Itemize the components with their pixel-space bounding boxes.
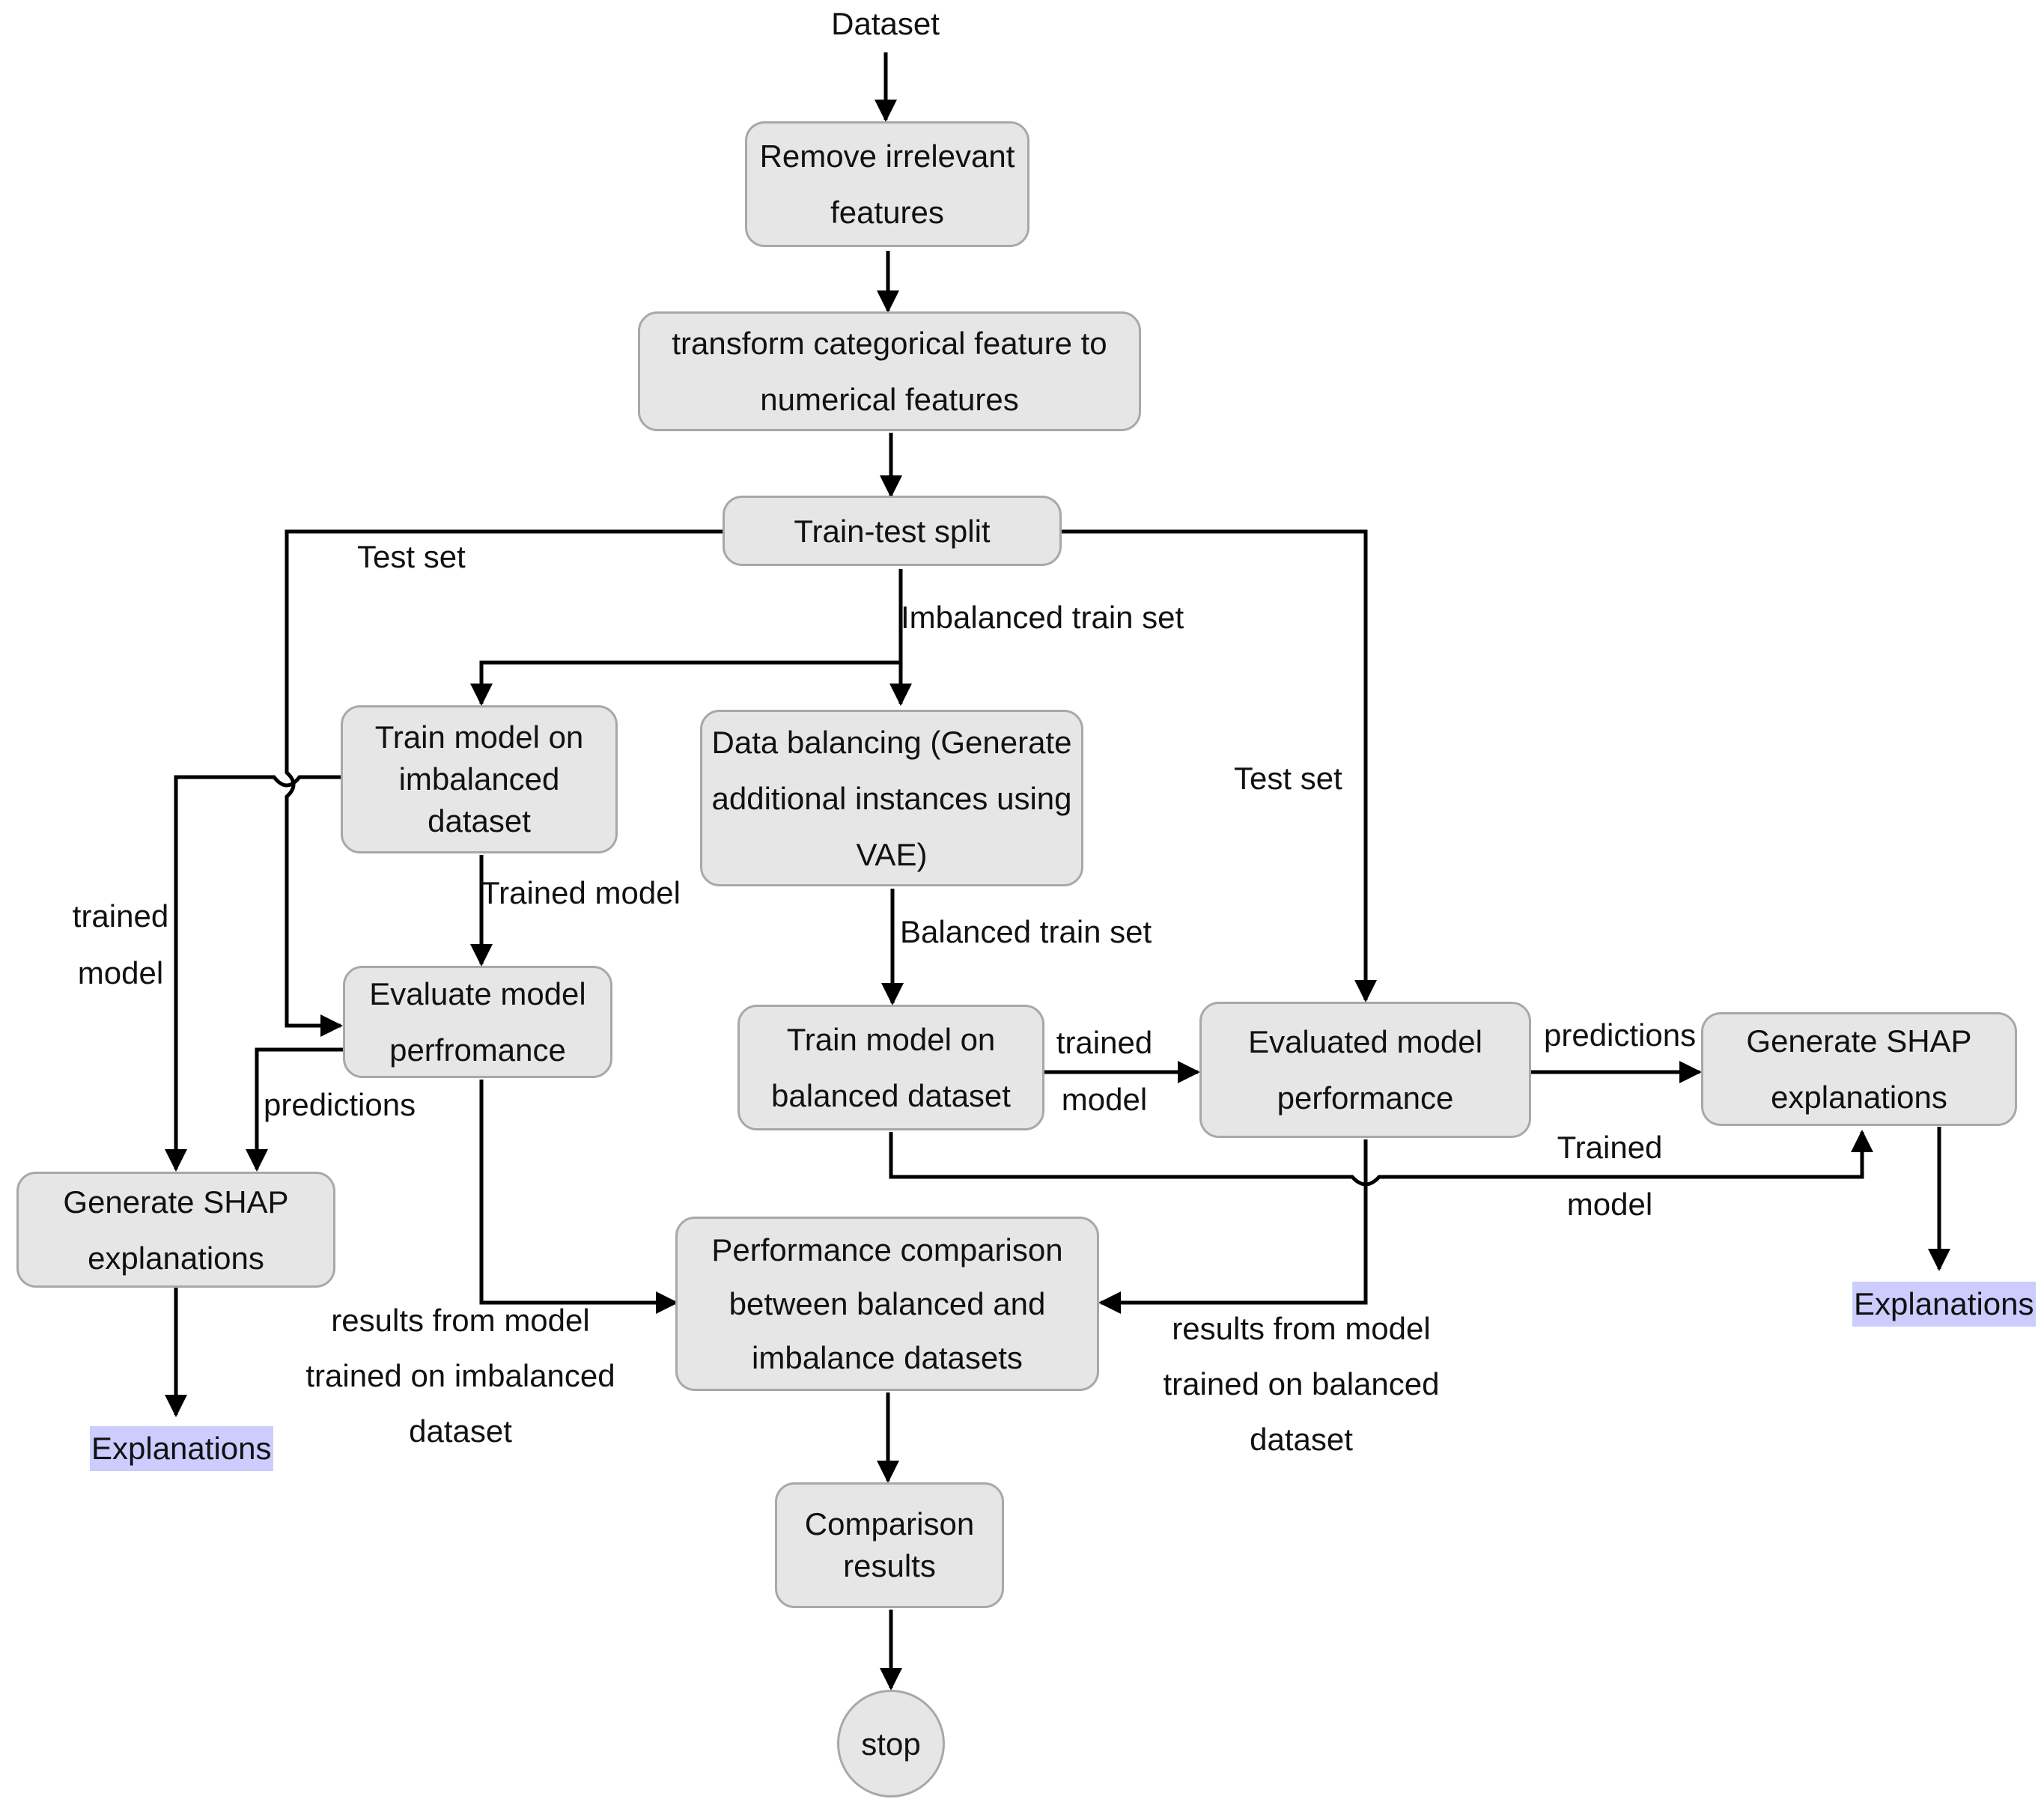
shap-right-node: Generate SHAP explanations <box>1701 1012 2017 1126</box>
balanced-train-set-label: Balanced train set <box>900 914 1152 949</box>
transform-categorical-node: transform categorical feature to numeric… <box>638 311 1141 431</box>
transform-categorical-text: transform categorical feature to numeric… <box>672 326 1107 417</box>
data-balancing-node: Data balancing (Generate additional inst… <box>700 710 1083 886</box>
trained-model-left-label: trained model <box>72 898 169 990</box>
test-set-left-label: Test set <box>357 539 466 574</box>
edge-train-imbalanced-to-shap-left <box>165 775 341 1172</box>
train-imbalanced-text: Train model on imbalanced dataset <box>374 719 584 838</box>
train-imbalanced-node: Train model on imbalanced dataset <box>341 705 618 853</box>
edge-evaluate-to-comparison <box>479 1080 678 1314</box>
edge-evaluated-to-comparison <box>1098 1139 1368 1314</box>
explanations-right-badge: Explanations <box>1852 1282 2036 1327</box>
predictions-left-label: predictions <box>264 1087 416 1122</box>
edge-split-testset-right <box>1062 529 1377 1002</box>
trained-model-right-label: Trained model <box>1557 1130 1663 1222</box>
edge-train-balanced-to-shap-right <box>889 1130 1873 1187</box>
shap-left-text: Generate SHAP explanations <box>63 1184 289 1276</box>
evaluated-model-right-text: Evaluated model performance <box>1248 1024 1482 1115</box>
imbalanced-train-set-label: Imbalanced train set <box>901 600 1184 635</box>
predictions-right-label: predictions <box>1544 1017 1697 1053</box>
results-imbalanced-label: results from model trained on imbalanced… <box>305 1303 615 1449</box>
comparison-results-text: Comparison results <box>804 1506 975 1583</box>
evaluate-model-left-node: Evaluate model perfromance <box>343 966 612 1078</box>
edge-imbalanced-to-train-left <box>470 660 901 706</box>
trained-model-mid-label: Trained model <box>481 875 681 910</box>
train-balanced-node: Train model on balanced dataset <box>737 1005 1044 1130</box>
performance-comparison-node: Performance comparison between balanced … <box>675 1217 1099 1391</box>
evaluate-model-left-text: Evaluate model perfromance <box>369 976 586 1068</box>
performance-comparison-text: Performance comparison between balanced … <box>711 1232 1063 1375</box>
shap-left-node: Generate SHAP explanations <box>16 1172 335 1288</box>
shap-right-text: Generate SHAP explanations <box>1746 1023 1972 1115</box>
data-balancing-text: Data balancing (Generate additional inst… <box>711 724 1072 872</box>
explanations-left-badge: Explanations <box>90 1426 273 1471</box>
evaluated-model-right-node: Evaluated model performance <box>1199 1002 1531 1138</box>
remove-irrelevant-features-text: Remove irrelevant features <box>759 139 1015 230</box>
comparison-results-node: Comparison results <box>775 1482 1004 1608</box>
stop-node: stop <box>837 1690 945 1798</box>
dataset-label: Dataset <box>831 6 940 41</box>
train-test-split-node: Train-test split <box>723 496 1062 566</box>
results-balanced-label: results from model trained on balanced d… <box>1163 1311 1440 1457</box>
stop-text: stop <box>861 1726 921 1762</box>
train-test-split-text: Train-test split <box>794 513 991 549</box>
edge-evaluate-to-shap-left <box>246 1047 343 1172</box>
test-set-right-label: Test set <box>1234 761 1342 796</box>
train-balanced-text: Train model on balanced dataset <box>771 1022 1011 1113</box>
remove-irrelevant-features-node: Remove irrelevant features <box>745 121 1029 247</box>
trained-model-balanced-label: trained model <box>1056 1025 1153 1117</box>
